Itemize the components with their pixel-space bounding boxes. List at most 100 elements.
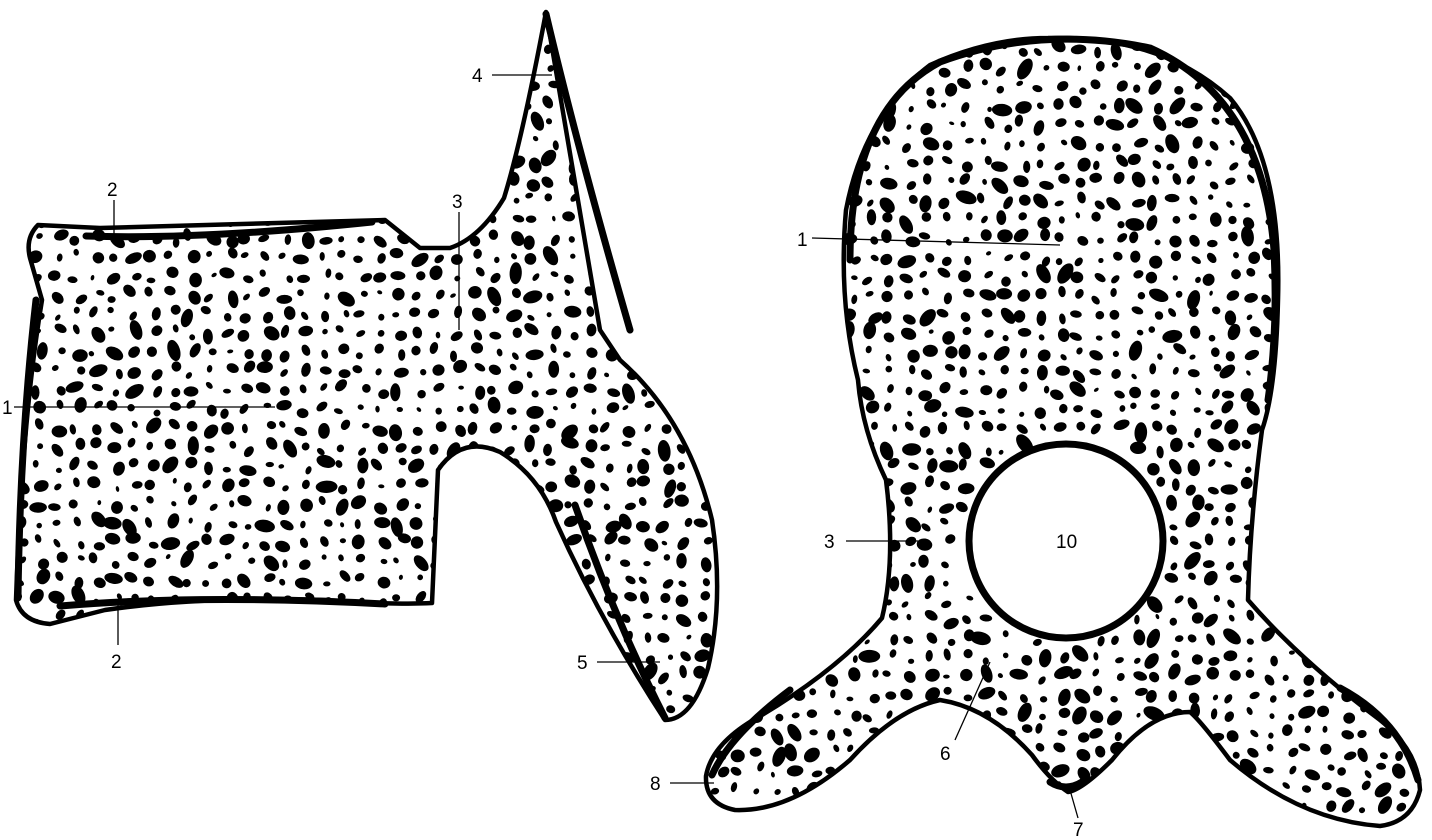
trabecular-cell: [449, 99, 465, 115]
trabecular-cell: [51, 153, 65, 171]
trabecular-cell: [484, 517, 502, 534]
trabecular-cell: [786, 824, 800, 838]
trabecular-cell: [1281, 496, 1289, 505]
trabecular-cell: [468, 458, 485, 475]
trabecular-cell: [809, 615, 819, 626]
trabecular-cell: [1261, 820, 1270, 830]
trabecular-cell: [1357, 210, 1370, 223]
trabecular-cell: [502, 658, 525, 684]
trabecular-cell: [1340, 331, 1348, 339]
trabecular-cell: [919, 787, 932, 801]
trabecular-cell: [321, 58, 332, 69]
trabecular-cell: [1319, 119, 1330, 129]
trabecular-cell: [68, 665, 82, 679]
trabecular-cell: [1357, 668, 1365, 676]
trabecular-cell: [210, 157, 217, 164]
trabecular-cell: [1320, 825, 1334, 836]
trabecular-cell: [1281, 479, 1294, 492]
trabecular-cell: [1358, 232, 1373, 250]
trabecular-cell: [90, 138, 98, 146]
trabecular-cell: [677, 235, 692, 250]
trabecular-cell: [717, 459, 728, 473]
trabecular-cell: [807, 214, 814, 222]
trabecular-cell: [943, 675, 950, 679]
trabecular-cell: [19, 277, 27, 285]
trabecular-cell: [239, 176, 256, 192]
trabecular-cell: [458, 386, 464, 390]
trabecular-cell: [583, 93, 604, 119]
trabecular-cell: [1422, 176, 1429, 183]
trabecular-cell: [715, 346, 729, 359]
trabecular-cell: [621, 77, 633, 89]
trabecular-cell: [852, 768, 861, 778]
trabecular-cell: [319, 708, 331, 724]
trabecular-cell: [1378, 343, 1393, 356]
trabecular-cell: [249, 690, 256, 696]
trabecular-cell: [358, 653, 368, 661]
trabecular-cell: [770, 121, 784, 135]
trabecular-cell: [1378, 458, 1391, 470]
trabecular-cell: [766, 351, 777, 360]
trabecular-cell: [435, 218, 441, 225]
trabecular-cell: [715, 227, 724, 239]
trabecular-cell: [405, 603, 424, 624]
trabecular-cell: [203, 140, 209, 144]
trabecular-cell: [722, 572, 731, 583]
trabecular-cell: [726, 253, 746, 269]
trabecular-cell: [754, 424, 761, 432]
trabecular-cell: [801, 57, 817, 78]
trabecular-cell: [903, 46, 919, 60]
trabecular-cell: [1135, 765, 1146, 778]
trabecular-cell: [500, 608, 522, 628]
trabecular-cell: [1169, 817, 1182, 831]
trabecular-cell: [789, 138, 809, 155]
trabecular-cell: [675, 288, 690, 303]
trabecular-cell: [1298, 103, 1309, 113]
trabecular-cell: [788, 101, 796, 109]
trabecular-cell: [486, 479, 504, 494]
trabecular-cell: [470, 97, 490, 116]
trabecular-cell: [981, 800, 994, 813]
trabecular-cell: [1020, 818, 1030, 829]
trabecular-cell: [1337, 254, 1347, 265]
trabecular-cell: [717, 329, 727, 340]
trabecular-cell: [341, 674, 350, 683]
trabecular-cell: [681, 248, 691, 259]
trabecular-cell: [753, 634, 766, 650]
label-5: 5: [577, 653, 588, 674]
trabecular-cell: [1342, 348, 1357, 365]
trabecular-cell: [1324, 647, 1333, 658]
trabecular-cell: [123, 690, 138, 703]
trabecular-cell: [1286, 442, 1299, 455]
trabecular-cell: [202, 175, 214, 188]
trabecular-cell: [732, 302, 749, 322]
trabecular-cell: [1301, 438, 1313, 450]
trabecular-cell: [1260, 554, 1276, 568]
trabecular-cell: [684, 347, 695, 357]
trabecular-cell: [1399, 45, 1411, 58]
trabecular-cell: [506, 103, 516, 112]
trabecular-cell: [1375, 39, 1390, 55]
trabecular-cell: [1288, 383, 1296, 395]
trabecular-cell: [729, 665, 743, 679]
trabecular-cell: [638, 328, 650, 340]
trabecular-cell: [1264, 465, 1273, 476]
trabecular-cell: [14, 212, 25, 222]
trabecular-cell: [721, 504, 728, 510]
trabecular-cell: [484, 703, 496, 715]
trabecular-cell: [731, 634, 742, 647]
trabecular-cell: [265, 142, 277, 150]
trabecular-cell: [792, 274, 802, 288]
trabecular-cell: [828, 345, 835, 352]
trabecular-cell: [937, 763, 955, 779]
trabecular-cell: [735, 559, 744, 568]
trabecular-cell: [452, 479, 461, 488]
trabecular-cell: [433, 77, 450, 93]
trabecular-cell: [192, 25, 199, 32]
trabecular-cell: [530, 538, 539, 546]
trabecular-cell: [642, 162, 651, 171]
trabecular-cell: [358, 117, 367, 126]
trabecular-cell: [715, 231, 722, 239]
trabecular-cell: [751, 693, 759, 700]
trabecular-cell: [563, 684, 579, 705]
